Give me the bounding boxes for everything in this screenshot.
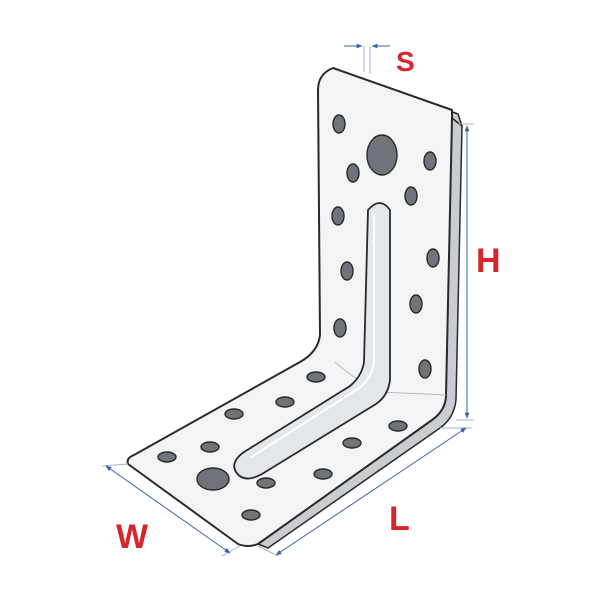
hole bbox=[409, 294, 423, 314]
hole bbox=[332, 114, 346, 134]
large-hole bbox=[196, 467, 230, 491]
stiffening-rib-highlight bbox=[249, 214, 375, 459]
bracket-face bbox=[126, 67, 453, 547]
hole bbox=[306, 371, 326, 383]
hole bbox=[404, 186, 418, 206]
dimension-label-l: L bbox=[389, 500, 410, 538]
dimension-label-s: S bbox=[396, 46, 415, 77]
large-hole bbox=[366, 134, 398, 176]
angle-bracket bbox=[126, 67, 463, 549]
dimension-label-w: W bbox=[116, 518, 149, 556]
hole bbox=[224, 408, 244, 420]
dimension-w-extension-right bbox=[221, 545, 241, 557]
hole bbox=[313, 468, 333, 480]
dimension-w-extension-left bbox=[101, 463, 129, 467]
stiffening-rib bbox=[233, 202, 391, 480]
hole bbox=[346, 163, 360, 183]
hole bbox=[256, 477, 276, 489]
hole bbox=[418, 359, 432, 379]
vertical-plate-holes bbox=[331, 114, 440, 379]
dimension-l-line bbox=[275, 427, 467, 556]
hole bbox=[340, 261, 354, 281]
hole bbox=[426, 248, 440, 268]
hole bbox=[275, 396, 295, 408]
dimension-l-extension-left bbox=[257, 545, 279, 557]
hole bbox=[388, 420, 408, 432]
hole bbox=[342, 437, 362, 449]
dimension-w-line bbox=[105, 465, 231, 554]
hole bbox=[200, 441, 220, 453]
hole bbox=[331, 206, 345, 226]
hole bbox=[423, 151, 437, 171]
hole bbox=[333, 318, 347, 338]
dimension-label-h: H bbox=[476, 242, 501, 280]
dimension-lines bbox=[101, 43, 474, 557]
hole bbox=[157, 451, 177, 463]
hole bbox=[241, 509, 261, 521]
